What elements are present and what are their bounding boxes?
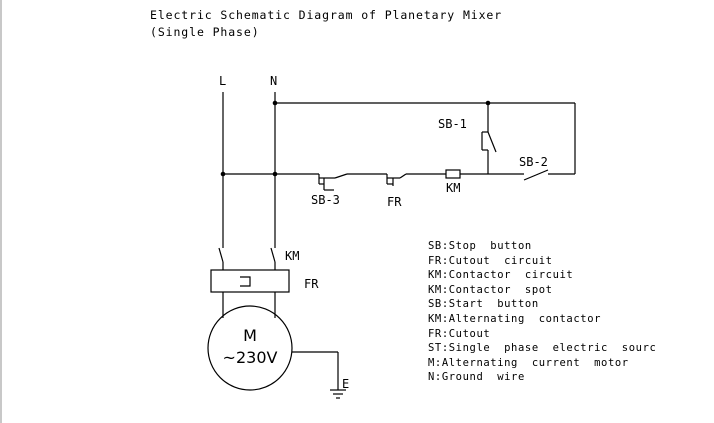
fr-contact-symbol: [386, 173, 407, 186]
legend-item: FR:Cutout: [428, 327, 491, 340]
legend-item: KM:Contactor spot: [428, 283, 553, 296]
label-km-coil: KM: [446, 181, 461, 195]
label-sb3: SB-3: [311, 193, 340, 207]
label-n: N: [270, 74, 278, 88]
label-ground-e: E: [342, 377, 350, 391]
label-km-contacts: KM: [285, 249, 300, 263]
label-l: L: [219, 74, 227, 88]
junction-l: [220, 171, 226, 177]
fr-thermal-relay-box: [210, 269, 290, 293]
legend-item: FR:Cutout circuit: [428, 254, 553, 267]
legend-item: ST:Single phase electric sourc: [428, 342, 657, 355]
sb1-contact-symbol: [481, 131, 497, 153]
label-motor-m: M: [243, 326, 257, 345]
legend-item: N:Ground wire: [428, 371, 525, 384]
legend-item: KM:Alternating contactor: [428, 312, 602, 325]
label-fr-relay: FR: [304, 277, 319, 291]
km-coil-symbol: [445, 169, 461, 179]
km-main-contact-n: [270, 247, 276, 263]
diagram-subtitle: (Single Phase): [150, 25, 260, 39]
diagram-title: Electric Schematic Diagram of Planetary …: [150, 8, 503, 22]
label-sb1: SB-1: [438, 117, 467, 131]
legend-item: KM:Contactor circuit: [428, 269, 574, 282]
legend-item: SB:Stop button: [428, 240, 532, 252]
label-fr-contact: FR: [387, 195, 402, 209]
km-main-contact-l: [218, 247, 224, 263]
fr-heater-symbol: [240, 276, 251, 287]
legend-list: SB:Stop button FR:Cutout circuit KM:Cont…: [428, 239, 656, 385]
sb3-stop-button-symbol: [318, 173, 348, 191]
sb2-start-button-symbol: [523, 169, 549, 181]
junction-n: [272, 100, 278, 106]
junction-n-lower: [272, 171, 278, 177]
label-motor-voltage: ~230V: [222, 348, 278, 367]
label-sb2: SB-2: [519, 155, 548, 169]
junction-sb1: [485, 100, 491, 106]
legend-item: M:Alternating current motor: [428, 356, 629, 369]
motor-circle: [207, 305, 293, 391]
legend-item: SB:Start button: [428, 298, 539, 311]
